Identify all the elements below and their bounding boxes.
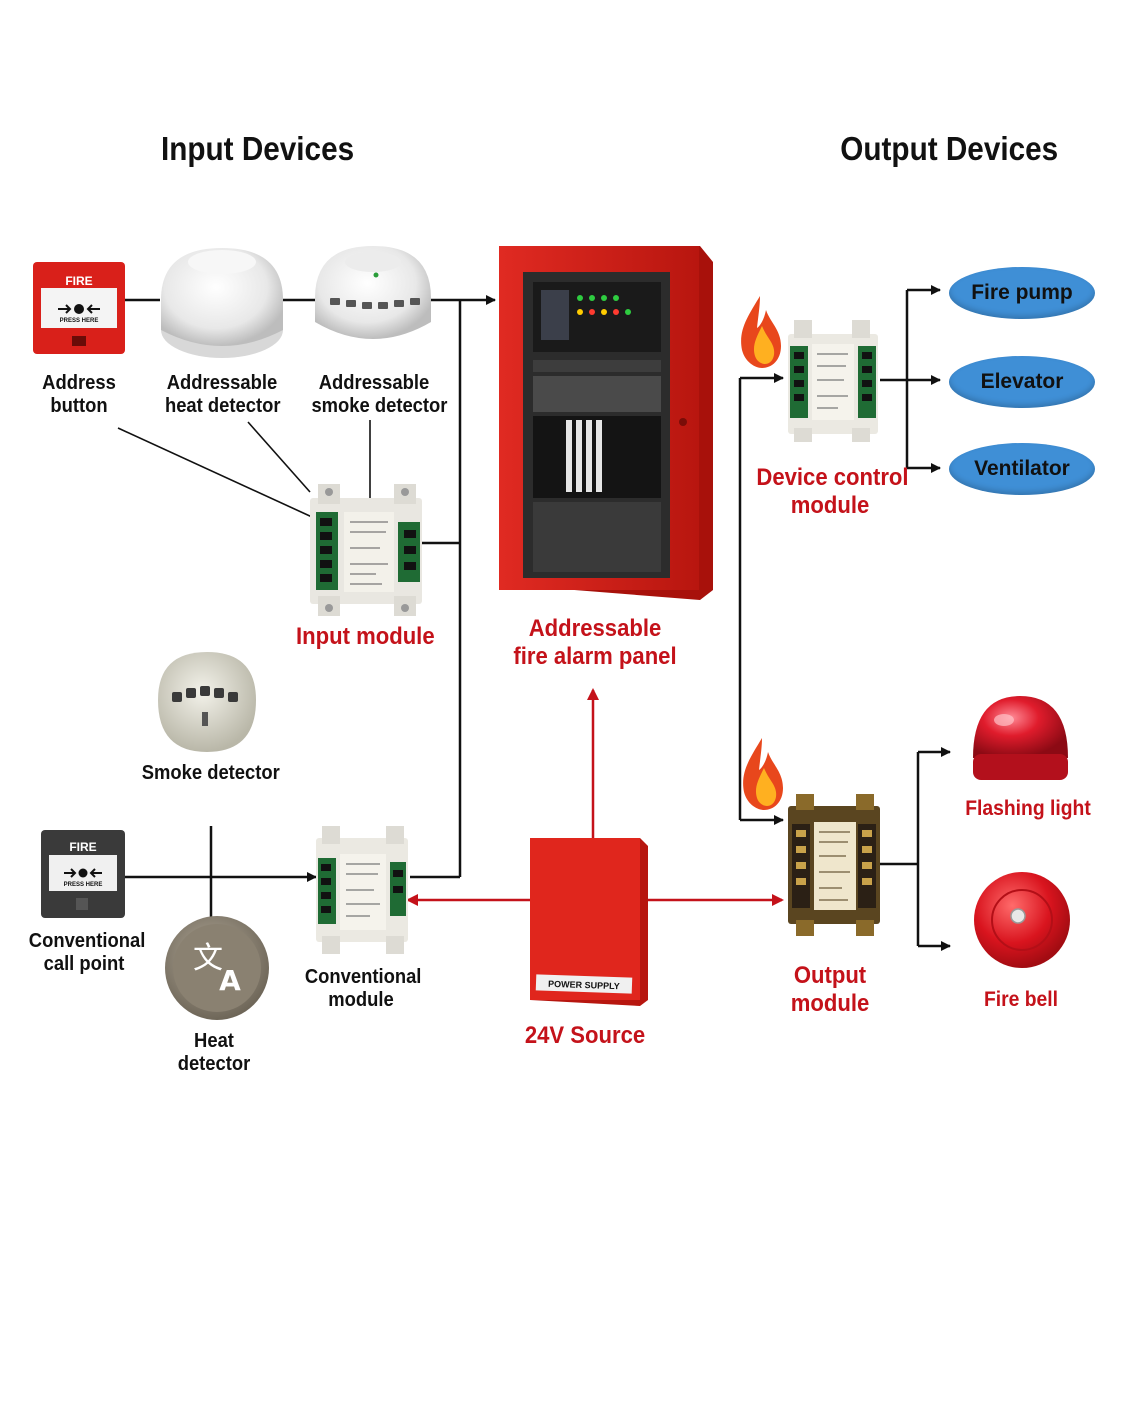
input-devices-heading: Input Devices [161,130,355,167]
svg-text:A: A [219,964,241,997]
ventilator-pill: Ventilator [949,443,1095,495]
address-button-label: Address button [42,372,116,417]
24v-source-label: 24V Source [524,1022,646,1049]
conventional-module-label: Conventional module [304,966,422,1011]
conventional-module-device [316,826,408,954]
press-here-marking-1: PRESS HERE [60,318,99,324]
output-module-label: Output module [790,962,870,1017]
heat-detector-device: 文 A [165,916,269,1020]
addressable-smoke-detector-label: Addressable smoke detector [311,372,448,417]
fire-icon [741,296,781,368]
device-control-module-label: Device control module [756,464,909,519]
smoke-detector-label: Smoke detector [141,762,280,784]
fire-alarm-panel-label: Addressable fire alarm panel [513,615,677,670]
conventional-call-point-device: FIRE PRESS HERE [41,830,125,918]
translate-icon: 文 A [193,941,241,997]
power-supply-plate: POWER SUPPLY [548,979,620,991]
press-here-marking-2: PRESS HERE [64,882,103,888]
smoke-detector-device [158,652,256,752]
conventional-call-point-label: Conventional call point [28,930,146,975]
heat-detector-label: Heat detector [177,1030,251,1075]
flashing-light-label: Flashing light [965,797,1091,820]
fire-marking-2: FIRE [69,840,96,854]
svg-text:文: 文 [193,941,223,976]
flashing-light-device [973,696,1068,780]
fire-icon [743,738,783,810]
fire-alarm-panel-device [499,246,713,600]
fire-marking-1: FIRE [65,274,92,288]
output-devices-heading: Output Devices [840,130,1059,167]
addressable-heat-detector-device [161,248,283,358]
addressable-smoke-detector-device [315,246,431,339]
device-control-module-device [788,320,878,442]
elevator-pill: Elevator [949,356,1095,408]
fire-pump-pill: Fire pump [949,267,1095,319]
output-module-device [788,794,880,936]
input-module-device [310,484,422,616]
power-supply-device: POWER SUPPLY [530,838,648,1006]
fire-bell-device [974,872,1070,968]
addressable-heat-detector-label: Addressable heat detector [164,372,281,417]
address-button-device: FIRE PRESS HERE [33,262,125,354]
fire-bell-label: Fire bell [983,988,1059,1011]
input-module-label: Input module [296,623,435,650]
